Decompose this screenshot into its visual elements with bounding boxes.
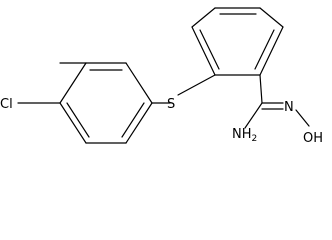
- c-nh2-bond: [244, 102, 263, 129]
- bond: [125, 102, 153, 144]
- bond: [191, 26, 216, 76]
- double-bond-inner: [199, 29, 220, 70]
- double-bond-inner: [121, 102, 145, 138]
- n-oh-bond: [295, 109, 310, 127]
- bond: [259, 26, 284, 76]
- double-bond-inner: [66, 102, 90, 138]
- sulfur-label: S: [167, 97, 175, 112]
- ring-amidine-bond: [259, 74, 263, 104]
- bond: [59, 102, 87, 144]
- s-ring-bond: [177, 74, 216, 96]
- bond: [59, 62, 87, 104]
- chlorine-label: Cl: [0, 97, 13, 112]
- bond: [259, 7, 284, 28]
- chemical-structure: Cl S NH2 N OH: [0, 7, 323, 146]
- left-benzene-ring: [59, 62, 153, 144]
- nitrogen-label: N: [284, 100, 294, 115]
- right-benzene-ring: [191, 7, 284, 76]
- hydroxyl-label: OH: [303, 131, 323, 146]
- amine-label: NH2: [232, 127, 257, 144]
- amine-subscript: 2: [252, 134, 258, 144]
- bond: [125, 62, 153, 104]
- structure-canvas: Cl S NH2 N OH: [0, 7, 323, 146]
- amine-text: NH: [232, 127, 252, 142]
- bond: [191, 7, 216, 28]
- double-bond-inner: [254, 29, 275, 70]
